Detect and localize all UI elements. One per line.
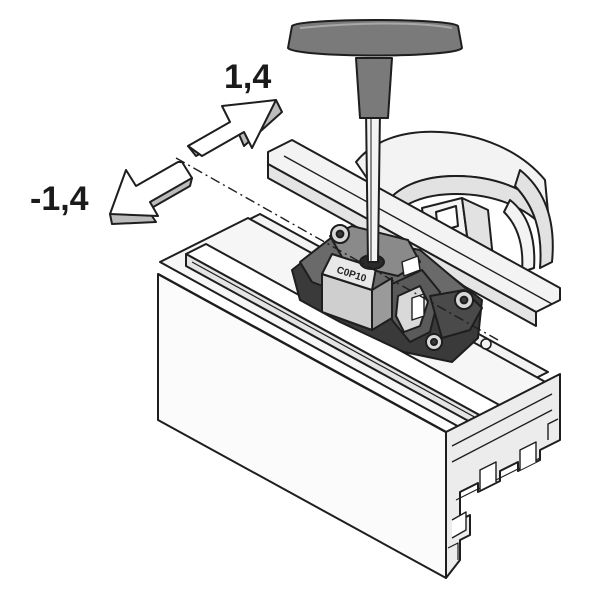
t-handle-hex-key-icon — [287, 19, 463, 263]
arrow-up-right-icon — [187, 99, 283, 157]
positive-adjustment-label: 1,4 — [224, 58, 271, 96]
adjustment-axis-line — [175, 157, 499, 341]
aluminium-profile — [157, 139, 561, 579]
hinge-fitting — [291, 224, 492, 363]
arrow-down-left-icon — [109, 161, 193, 225]
negative-adjustment-label: -1,4 — [30, 180, 89, 218]
